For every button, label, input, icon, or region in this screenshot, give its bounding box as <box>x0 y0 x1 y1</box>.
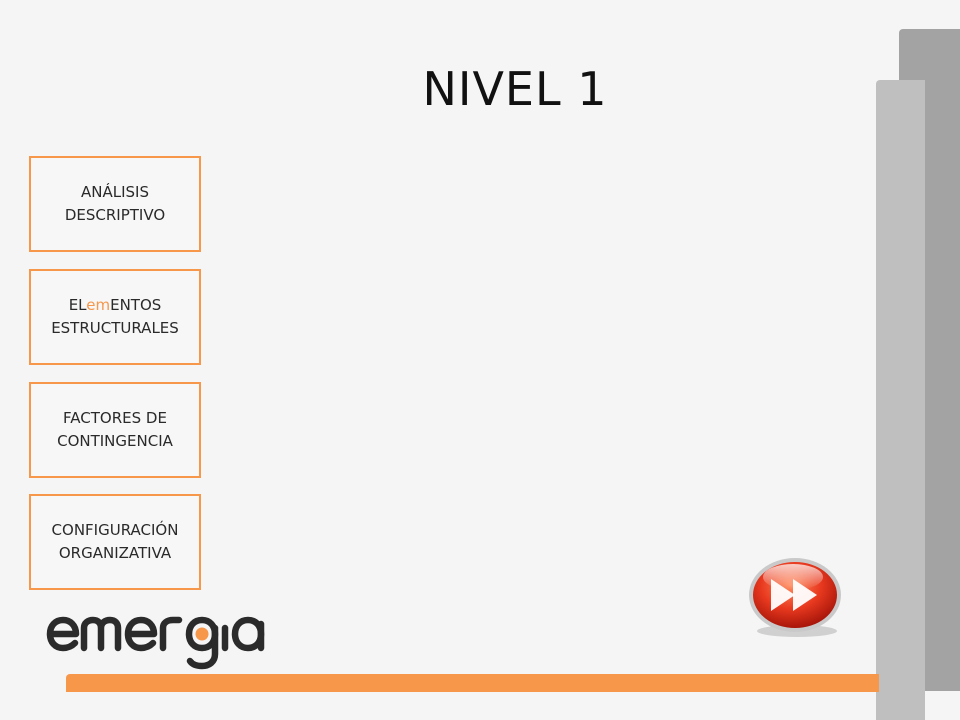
nav-label-line: CONTINGENCIA <box>57 432 173 450</box>
button-shine <box>763 564 823 590</box>
nav-button-elementos-estructurales[interactable]: ELemENTOS ESTRUCTURALES <box>29 269 201 365</box>
nav-label-line: ANÁLISIS <box>81 183 149 201</box>
nav-label-part: ENTOS <box>110 296 162 314</box>
fast-forward-icon <box>771 579 817 611</box>
bottom-accent-bar <box>66 674 879 692</box>
nav-button-analisis-descriptivo[interactable]: ANÁLISIS DESCRIPTIVO <box>29 156 201 252</box>
next-button[interactable] <box>745 555 845 639</box>
slide-title: NIVEL 1 <box>422 62 608 116</box>
nav-label-line: ESTRUCTURALES <box>51 319 179 337</box>
logo-orange-dot <box>195 627 209 641</box>
emergia-logo <box>46 616 265 670</box>
nav-label-highlight: em <box>86 296 111 314</box>
decorative-bar-light <box>876 80 925 720</box>
nav-label-line: FACTORES DE <box>63 409 167 427</box>
nav-button-configuracion-organizativa[interactable]: CONFIGURACIÓN ORGANIZATIVA <box>29 494 201 590</box>
nav-label-line: CONFIGURACIÓN <box>51 521 179 539</box>
nav-label-part: EL <box>68 296 87 314</box>
nav-button-factores-de-contingencia[interactable]: FACTORES DE CONTINGENCIA <box>29 382 201 478</box>
nav-label-line: DESCRIPTIVO <box>64 206 166 224</box>
nav-label-line: ELemENTOS <box>51 294 179 317</box>
nav-label-line: ORGANIZATIVA <box>58 544 172 562</box>
